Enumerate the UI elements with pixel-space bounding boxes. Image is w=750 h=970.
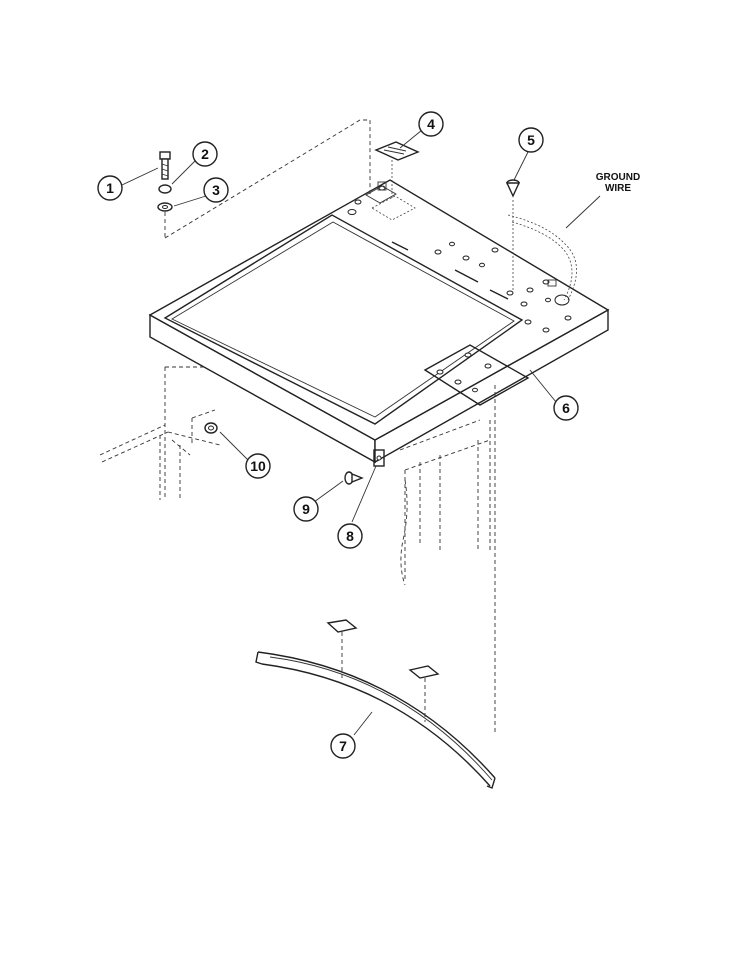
callout-2-label: 2 <box>201 146 209 162</box>
top-panel <box>148 179 610 467</box>
callout-7: 7 <box>330 733 356 759</box>
callout-10-label: 10 <box>250 458 266 474</box>
callout-1: 1 <box>97 175 123 201</box>
callout-8: 8 <box>337 523 363 549</box>
bolt <box>159 151 171 180</box>
callout-4-label: 4 <box>427 116 435 132</box>
callout-8-label: 8 <box>346 528 354 544</box>
callout-9-label: 9 <box>302 501 310 517</box>
washer <box>158 184 172 194</box>
callout-10: 10 <box>245 453 271 479</box>
spring-clip <box>204 422 218 434</box>
nut <box>157 202 173 212</box>
ground-wire-note: GROUND WIRE <box>596 172 640 194</box>
callout-6: 6 <box>553 395 579 421</box>
cabinet-outline <box>99 119 577 735</box>
ground-screw <box>505 179 521 198</box>
callout-5-label: 5 <box>527 132 535 148</box>
callout-9: 9 <box>293 496 319 522</box>
ground-wire-line1: GROUND <box>596 172 640 183</box>
leader-lines <box>121 129 601 736</box>
callout-2: 2 <box>192 141 218 167</box>
callout-7-label: 7 <box>339 738 347 754</box>
callout-1-label: 1 <box>106 180 114 196</box>
callout-5: 5 <box>518 127 544 153</box>
callout-4: 4 <box>418 111 444 137</box>
front-screw <box>344 471 364 485</box>
callout-3: 3 <box>203 177 229 203</box>
label-plate <box>374 141 420 161</box>
callout-6-label: 6 <box>562 400 570 416</box>
ground-wire-line2: WIRE <box>605 183 631 194</box>
front-trim-bar <box>255 619 496 789</box>
callout-3-label: 3 <box>212 182 220 198</box>
